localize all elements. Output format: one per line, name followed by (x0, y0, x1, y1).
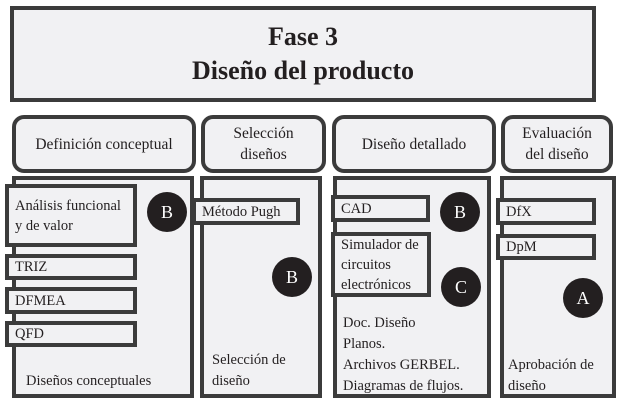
item-qfd: QFD (5, 321, 137, 347)
phase-number: Fase 3 (267, 22, 339, 51)
output-line: Diagramas de flujos. (343, 378, 464, 394)
output-line: Planos. (343, 336, 386, 352)
item-dfmea: DFMEA (5, 287, 137, 314)
output-evaluacion: Aprobación de diseño (508, 357, 594, 394)
item-dfx: DfX (496, 198, 596, 225)
badge-c: C (441, 267, 481, 307)
item-metodo-pugh: Método Pugh (192, 198, 300, 225)
phase-name: Diseño del producto (192, 56, 414, 85)
header-detallado: Diseño detallado (332, 115, 496, 173)
phase-title: Fase 3 Diseño del producto (10, 6, 596, 102)
badge-b: B (147, 192, 187, 232)
output-seleccion: Selección de diseño (212, 352, 286, 389)
output-line: Doc. Diseño (343, 315, 416, 331)
output-detallado: Doc. Diseño Planos. Archivos GERBEL. Dia… (343, 313, 463, 397)
header-seleccion: Selección diseños (201, 115, 326, 173)
item-dpm: DpM (496, 234, 596, 260)
item-simulador: Simulador de circuitos electrónicos (331, 232, 431, 297)
badge-b: B (440, 192, 480, 232)
output-line: Archivos GERBEL. (343, 357, 460, 373)
header-evaluacion: Evaluación del diseño (501, 115, 613, 173)
badge-a: A (563, 278, 603, 318)
item-triz: TRIZ (5, 254, 137, 280)
item-analisis-funcional: Análisis funcional y de valor (5, 184, 137, 247)
item-cad: CAD (331, 195, 430, 222)
badge-b: B (272, 257, 312, 297)
output-definicion: Diseños conceptuales (26, 373, 152, 389)
header-definicion: Definición conceptual (12, 115, 196, 173)
